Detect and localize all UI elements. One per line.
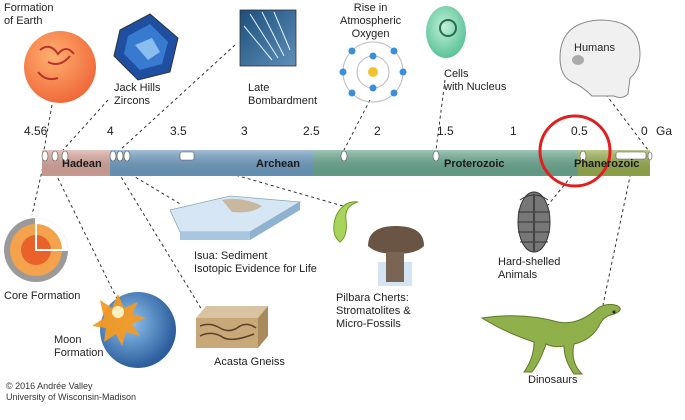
copyright-credit: © 2016 Andrée Valley University of Wisco… — [6, 381, 137, 402]
label-formation-of-earth: Formation of Earth — [4, 2, 54, 27]
tick-label: 2 — [374, 124, 381, 138]
tick-label: 1 — [510, 124, 517, 138]
core-formation-illustration — [4, 218, 68, 282]
zircon-illustration — [113, 13, 179, 81]
highlight-circle — [538, 114, 612, 188]
tick-label: 4 — [107, 124, 114, 138]
tick-label: 1.5 — [437, 124, 454, 138]
tick-label: 3.5 — [170, 124, 187, 138]
label-jack-hills: Jack Hills Zircons — [114, 82, 161, 107]
acasta-gneiss-illustration — [196, 306, 268, 348]
eon-phanerozoic: Phanerozoic — [574, 158, 640, 170]
label-acasta-gneiss: Acasta Gneiss — [214, 356, 285, 368]
timeline-bar — [41, 150, 653, 176]
label-cells-with-nucleus: Cells with Nucleus — [444, 68, 507, 93]
trilobite-illustration — [517, 191, 551, 253]
eon-proterozoic: Proterozoic — [444, 158, 505, 170]
late-bombardment-illustration — [239, 9, 297, 67]
timeline-unit: Ga — [656, 124, 673, 138]
label-atmospheric-oxygen: Rise in Atmospheric Oxygen — [340, 2, 402, 40]
isua-sediment-illustration — [169, 195, 302, 240]
eon-archean: Archean — [256, 158, 301, 170]
tick-label: 0.5 — [571, 124, 588, 138]
skull-illustration — [559, 19, 641, 99]
label-dinosaurs: Dinosaurs — [528, 374, 578, 386]
label-moon-formation: Moon Formation — [54, 334, 104, 359]
label-isua: Isua: Sediment Isotopic Evidence for Lif… — [194, 250, 317, 275]
label-humans: Humans — [574, 42, 615, 54]
pilbara-stromatolite-illustration — [333, 201, 424, 286]
tick-label: 4.56 — [24, 124, 48, 138]
cell-illustration — [426, 6, 466, 58]
label-hard-shelled-animals: Hard-shelled Animals — [498, 256, 561, 281]
label-pilbara-cherts: Pilbara Cherts: Stromatolites & Micro-Fo… — [336, 292, 411, 330]
label-late-bombardment: Late Bombardment — [248, 82, 318, 107]
tick-label: 3 — [241, 124, 248, 138]
moon-formation-illustration — [92, 292, 176, 368]
dinosaur-illustration — [480, 303, 621, 375]
earth-formation-illustration — [24, 31, 96, 103]
tick-label: 2.5 — [303, 124, 320, 138]
label-core-formation: Core Formation — [4, 290, 81, 302]
eon-hadean: Hadean — [62, 158, 102, 170]
tick-label: 0 — [641, 124, 648, 138]
oxygen-atom-illustration — [339, 41, 407, 103]
